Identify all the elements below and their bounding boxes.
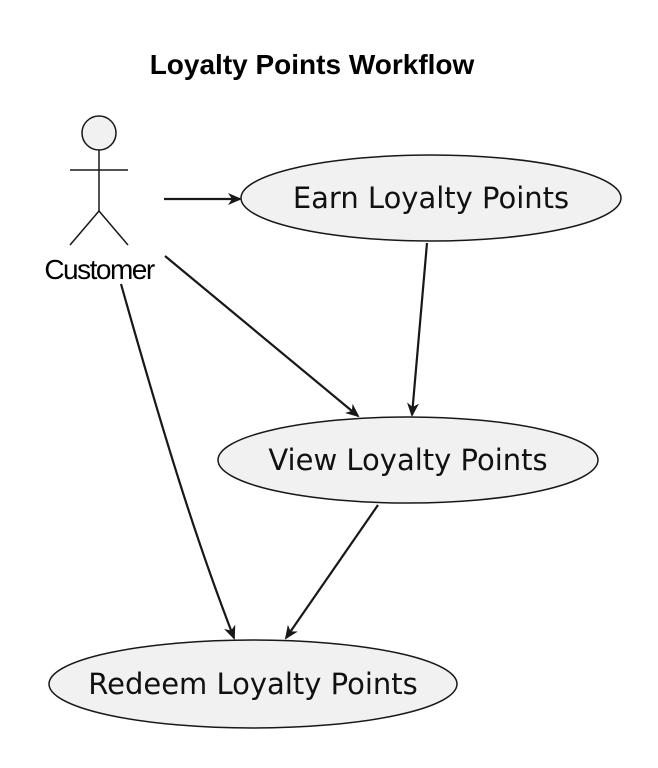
usecase-earn[interactable]: Earn Loyalty Points — [240, 154, 622, 242]
usecase-earn-label: Earn Loyalty Points — [293, 181, 569, 215]
edge-customer-to-redeem — [119, 283, 236, 640]
usecase-view-ellipse — [217, 416, 599, 504]
edge-customer-to-view — [164, 255, 360, 418]
usecase-view-label: View Loyalty Points — [268, 443, 547, 477]
usecase-redeem-ellipse — [48, 639, 458, 729]
edge-view-to-redeem — [284, 504, 379, 640]
edge-earn-to-view — [407, 242, 429, 417]
usecase-redeem-label: Redeem Loyalty Points — [88, 667, 418, 701]
usecase-redeem[interactable]: Redeem Loyalty Points — [48, 639, 458, 729]
diagram-title: Loyalty Points Workflow — [150, 49, 475, 80]
actor-label: Customer — [44, 254, 155, 285]
actor-right-leg — [98, 210, 129, 246]
actor-head — [81, 115, 117, 151]
actor-customer[interactable]: Customer — [44, 115, 156, 285]
actor-left-leg — [69, 210, 100, 246]
usecase-view[interactable]: View Loyalty Points — [217, 416, 599, 504]
